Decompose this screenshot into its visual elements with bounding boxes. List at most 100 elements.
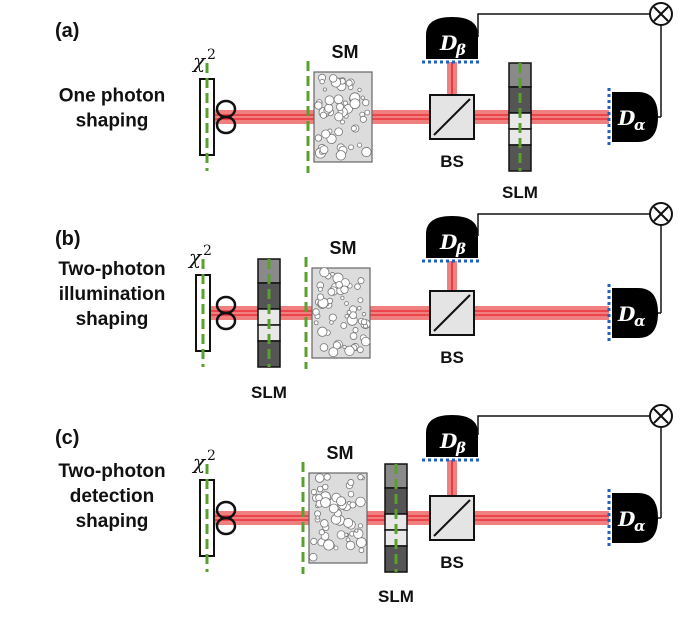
scatterer — [349, 311, 358, 320]
scatterer — [324, 103, 334, 113]
scatterer — [349, 501, 357, 509]
scatterer — [340, 322, 348, 329]
scatterer — [361, 146, 372, 158]
scatterer — [329, 74, 338, 83]
panel-description-line: shaping — [76, 111, 149, 132]
panel-description-line: illumination — [59, 284, 166, 305]
scatterer — [335, 150, 347, 161]
scatterer — [324, 95, 335, 106]
scatterer — [360, 318, 368, 326]
scatterer — [346, 309, 352, 315]
photon-beam — [214, 110, 609, 124]
scatterer — [334, 112, 344, 122]
panel-label: (c) — [55, 427, 79, 449]
detector-alpha-label: D — [617, 302, 636, 326]
detector-alpha — [612, 92, 658, 142]
detector-beta-label: D — [439, 429, 458, 453]
scatterer — [358, 547, 365, 554]
scatterer — [352, 327, 359, 334]
scatterer — [349, 98, 361, 110]
panel-description-line: detection — [70, 486, 154, 507]
scatterer — [333, 94, 344, 105]
scatterer — [319, 267, 330, 278]
scatterer — [355, 537, 367, 548]
slm-label: SLM — [378, 587, 414, 606]
scatterer — [347, 490, 355, 498]
scatterer — [318, 529, 325, 536]
scatterer — [313, 320, 319, 326]
scatterer — [357, 277, 365, 285]
detector-beta-subscript: β — [455, 240, 466, 258]
slm-label: SLM — [251, 383, 287, 402]
scatterer — [329, 320, 334, 325]
scatterer — [349, 332, 358, 340]
panel-description-line: Two-photon — [58, 259, 165, 280]
scatterer — [319, 78, 325, 85]
detector-beta — [426, 415, 478, 457]
scatterer — [359, 115, 367, 123]
scatterer — [357, 87, 362, 92]
scatterer — [357, 523, 363, 529]
scatterer — [314, 134, 323, 142]
scatterer — [357, 142, 363, 148]
scatterer — [312, 308, 320, 316]
scatterer — [357, 474, 364, 481]
bs-label: BS — [440, 348, 464, 367]
scatterer — [335, 281, 343, 289]
bs-label: BS — [440, 152, 464, 171]
photon-beam — [214, 511, 609, 525]
scatterer — [356, 346, 364, 354]
scatterer — [322, 87, 327, 92]
chi2-exponent: 2 — [207, 47, 216, 63]
detector-beta — [426, 17, 478, 59]
fiber-loop-icon — [215, 115, 237, 135]
scatterer — [354, 283, 361, 290]
detector-alpha — [612, 288, 658, 338]
photon-beam — [210, 306, 609, 320]
chi2-exponent: 2 — [203, 243, 212, 259]
scatterer — [357, 297, 364, 304]
scatterer — [334, 127, 343, 137]
scatterer — [364, 109, 371, 116]
fiber-loop-icon — [215, 311, 237, 331]
coincidence-wire-beta — [477, 213, 650, 236]
detector-alpha-subscript: α — [634, 517, 646, 535]
scatterer — [320, 519, 329, 528]
panel-description-line: One photon — [59, 86, 166, 107]
scatterer — [345, 540, 356, 551]
scatterer — [314, 101, 323, 110]
sm-label: SM — [330, 238, 357, 258]
scatterer — [354, 528, 359, 533]
beam-splitter-diagonal — [433, 499, 471, 537]
scatterer — [319, 145, 329, 155]
sm-label: SM — [332, 42, 359, 62]
panel-label: (a) — [55, 20, 79, 42]
scatterer — [336, 496, 346, 507]
chi2-label: χ — [187, 245, 203, 269]
scatterer — [321, 129, 331, 139]
scatterer — [317, 286, 323, 292]
panel-description-line: shaping — [76, 511, 149, 532]
chi2-exponent: 2 — [207, 448, 216, 464]
detector-beta-label: D — [439, 31, 458, 55]
scatterer — [314, 473, 325, 483]
scatterer — [328, 347, 339, 358]
detector-beta-subscript: β — [455, 41, 466, 59]
scatterer — [347, 479, 355, 486]
scatterer — [336, 530, 346, 540]
scatterer — [317, 485, 324, 493]
scatterer — [315, 515, 320, 520]
panel-description-line: Two-photon — [58, 461, 165, 482]
scatterer — [362, 99, 370, 107]
detector-alpha — [612, 493, 658, 543]
scatterer — [328, 313, 337, 322]
scatterer — [317, 326, 328, 337]
scatterer — [336, 102, 344, 111]
detector-beta — [426, 216, 478, 258]
scatterer — [355, 496, 366, 508]
scatterer — [316, 293, 324, 301]
